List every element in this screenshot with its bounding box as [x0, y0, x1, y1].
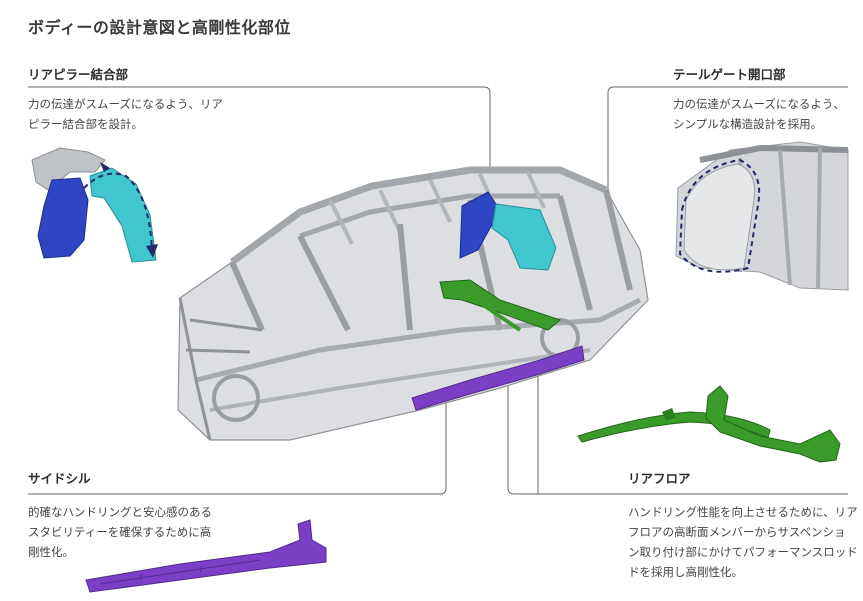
callout-lines: [28, 86, 848, 495]
tailgate-part-image: [675, 141, 849, 291]
side-sill-leader-line: [28, 355, 447, 495]
tailgate-line-1: 力の伝達がスムーズになるよう、: [673, 97, 845, 111]
rear-pillar-line-1: 力の伝達がスムーズになるよう、リア: [28, 97, 223, 111]
side-sill-line-2: スタビリティーを確保するために高: [28, 525, 212, 539]
rear-pillar-line-2: ピラー結合部を設計。: [28, 117, 143, 131]
rear-floor-leader-line: [507, 330, 848, 495]
tailgate-heading: テールゲート開口部: [673, 67, 786, 82]
side-sill-line-3: 剛性化。: [28, 545, 74, 559]
rear-floor-line-2: フロアの高断面メンバーからサスペンショ: [628, 525, 846, 539]
tailgate-line-2: シンプルな構造設計を採用。: [673, 117, 823, 131]
side-sill-heading: サイドシル: [28, 471, 91, 486]
side-sill-part-image: [85, 519, 327, 593]
rear-pillar-heading: リアピラー結合部: [28, 67, 129, 82]
rear-floor-part-image: [577, 385, 841, 463]
rear-pillar-leader-line: [28, 86, 491, 200]
side-sill-line-1: 的確なハンドリングと安心感のある: [28, 505, 212, 519]
side-sill-description: 的確なハンドリングと安心感のある スタビリティーを確保するために高 剛性化。: [28, 502, 212, 562]
rear-floor-line-3: ン取り付け部にかけてパフォーマンスロッド: [628, 545, 858, 559]
rear-floor-line-4: ドを採用し高剛性化。: [628, 565, 743, 579]
page-title: ボディーの設計意図と高剛性化部位: [28, 18, 291, 37]
rear-floor-line-1: ハンドリング性能を向上させるために、リア: [628, 505, 858, 519]
rear-pillar-part-image: [31, 147, 158, 263]
main-car-body-image: [177, 166, 649, 441]
rear-floor-heading: リアフロア: [628, 471, 691, 486]
rear-floor-description: ハンドリング性能を向上させるために、リア フロアの高断面メンバーからサスペンショ…: [628, 502, 858, 582]
tailgate-leader-line: [607, 86, 848, 200]
tailgate-description: 力の伝達がスムーズになるよう、 シンプルな構造設計を採用。: [673, 94, 845, 134]
rear-pillar-description: 力の伝達がスムーズになるよう、リア ピラー結合部を設計。: [28, 94, 223, 134]
